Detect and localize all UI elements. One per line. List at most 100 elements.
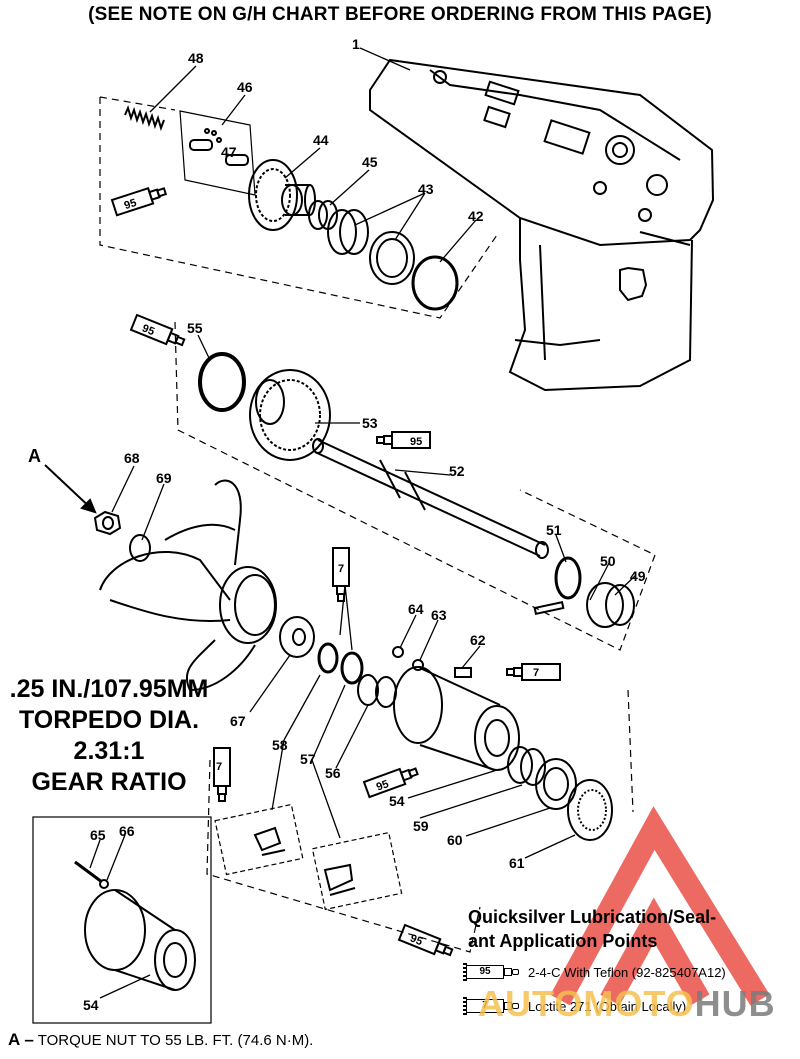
callout-69: 69 xyxy=(156,470,172,486)
part-42-ring xyxy=(411,255,459,311)
watermark-logo: AUTOMOTOHUB xyxy=(478,983,776,1025)
torpedo-spec: .25 IN./107.95MM TORPEDO DIA. 2.31:1 GEA… xyxy=(0,674,224,798)
callout-58: 58 xyxy=(272,737,288,753)
clip-boxes xyxy=(214,803,403,911)
part-44-gear xyxy=(248,159,316,231)
part-60-washer xyxy=(535,758,577,810)
legend-code: 7 xyxy=(466,999,504,1013)
callout-62: 62 xyxy=(470,632,486,648)
part-62-screw xyxy=(454,667,472,678)
dashed-boundaries xyxy=(99,96,656,953)
callout-60: 60 xyxy=(447,832,463,848)
sealant-tube: 95 xyxy=(129,313,186,347)
sealant-tube: 95 xyxy=(362,767,419,799)
propeller xyxy=(99,479,277,692)
spec-diameter: .25 IN./107.95MM xyxy=(9,675,209,703)
part-57-seal xyxy=(340,651,364,685)
sealant-tube xyxy=(506,663,561,681)
callout-54-inset: 54 xyxy=(83,997,99,1013)
legend-code: 95 xyxy=(466,965,504,979)
footnote-letter: A – xyxy=(8,1030,34,1049)
callout-56: 56 xyxy=(325,765,341,781)
callout-43: 43 xyxy=(418,181,434,197)
part-58-seal xyxy=(317,642,339,674)
part-53-gear xyxy=(249,369,331,461)
tube-label: 7 xyxy=(338,563,344,575)
callout-65: 65 xyxy=(90,827,106,843)
callout-53: 53 xyxy=(362,415,378,431)
tube-icon: 95 xyxy=(463,963,520,981)
footnote-text: TORQUE NUT TO 55 LB. FT. (74.6 N·M). xyxy=(37,1032,314,1049)
tube-label: 95 xyxy=(408,932,424,948)
sealant-tube: 95 xyxy=(397,923,454,957)
part-64-small xyxy=(392,646,404,658)
callout-44: 44 xyxy=(313,132,329,148)
legend-title: Quicksilver Lubrication/Seal- ant Applic… xyxy=(468,905,768,953)
watermark-part2: HUB xyxy=(694,983,776,1024)
page-header-note: (SEE NOTE ON G/H CHART BEFORE ORDERING F… xyxy=(88,4,712,25)
callout-numbers: 1 48 46 47 44 45 43 42 55 53 52 51 50 49… xyxy=(28,36,646,1013)
part-52-propshaft xyxy=(312,438,549,559)
callout-45: 45 xyxy=(362,154,378,170)
part-68-nut xyxy=(93,510,122,536)
tube-label: 95 xyxy=(123,197,138,212)
part-56-bearing xyxy=(357,674,397,708)
spec-ratio: 2.31:1 xyxy=(73,737,145,765)
tube-label: 7 xyxy=(216,761,222,773)
callout-50: 50 xyxy=(600,553,616,569)
callout-67: 67 xyxy=(230,713,246,729)
legend-text: Loctite 271 (Obtain Locally) xyxy=(528,998,687,1014)
sealant-tube xyxy=(213,747,231,802)
sealant-tube: 95 xyxy=(110,186,168,217)
part-55-oring xyxy=(198,352,246,412)
callout-49: 49 xyxy=(630,568,646,584)
callout-47: 47 xyxy=(221,144,237,160)
callout-54: 54 xyxy=(389,793,405,809)
part-59-bearing xyxy=(507,746,546,786)
tube-label: 7 xyxy=(533,667,539,679)
sealant-tube xyxy=(332,547,350,602)
part-48-spring xyxy=(124,105,165,132)
legend-text: 2-4-C With Teflon (92-825407A12) xyxy=(528,964,726,980)
spec-torpedo: TORPEDO DIA. xyxy=(18,706,200,734)
legend-row-95: 95 2-4-C With Teflon (92-825407A12) xyxy=(463,963,726,981)
part-51-ring xyxy=(554,556,582,600)
callout-61: 61 xyxy=(509,855,525,871)
callout-63: 63 xyxy=(431,607,447,623)
callout-a: A xyxy=(28,446,41,466)
footnote: A – TORQUE NUT TO 55 LB. FT. (74.6 N·M). xyxy=(8,1030,313,1050)
part-46-plate xyxy=(179,110,256,196)
legend-row-7: 7 Loctite 271 (Obtain Locally) xyxy=(463,997,687,1015)
part-69-washer xyxy=(129,534,151,562)
callout-48: 48 xyxy=(188,50,204,66)
legend-title-line2: ant Application Points xyxy=(468,931,658,951)
part-43-bearing xyxy=(327,209,415,285)
part-63-washer xyxy=(412,659,424,671)
part-54-carrier xyxy=(393,666,520,771)
part-49-clutch xyxy=(586,582,635,628)
part-50-pin xyxy=(533,600,565,616)
tube-label: 95 xyxy=(375,778,391,793)
part-61-thrust xyxy=(567,779,613,841)
callout-42: 42 xyxy=(468,208,484,224)
watermark-triangle xyxy=(550,806,770,1006)
part-67-washer xyxy=(279,616,315,658)
sealant-tube xyxy=(376,431,431,449)
callout-64: 64 xyxy=(408,601,424,617)
tube-label: 95 xyxy=(140,322,156,338)
spec-gear-ratio: GEAR RATIO xyxy=(31,768,187,796)
callout-51: 51 xyxy=(546,522,562,538)
callout-66: 66 xyxy=(119,823,135,839)
watermark-part1: AUTOMOTO xyxy=(478,983,695,1024)
gearcase-housing xyxy=(369,58,715,392)
callout-46: 46 xyxy=(237,79,253,95)
tube-icon: 7 xyxy=(463,997,520,1015)
callout-68: 68 xyxy=(124,450,140,466)
callout-52: 52 xyxy=(449,463,465,479)
inset-detail-box xyxy=(32,816,212,1024)
callout-1: 1 xyxy=(352,36,360,52)
callout-55: 55 xyxy=(187,320,203,336)
arrow-a xyxy=(44,464,97,514)
callout-59: 59 xyxy=(413,818,429,834)
